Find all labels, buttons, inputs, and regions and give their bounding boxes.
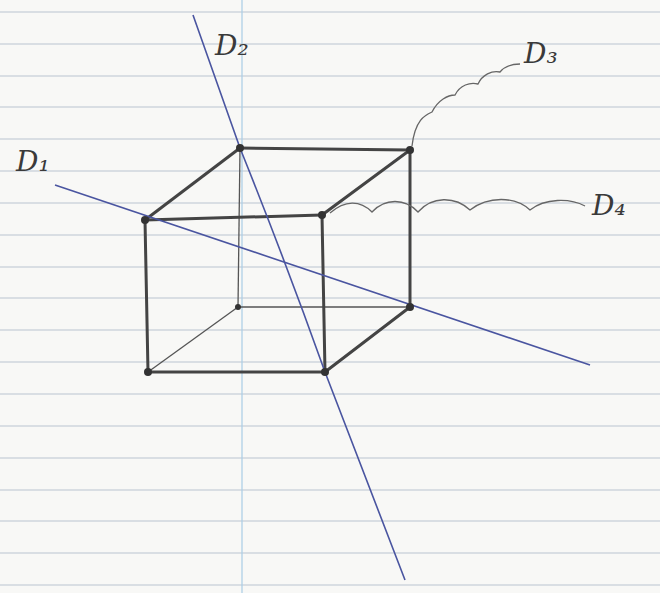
vertex-dots <box>141 144 414 376</box>
line-label: D₁ <box>14 148 52 176</box>
line-label: D₄ <box>590 192 628 220</box>
diagonal-lines <box>55 15 590 580</box>
leader-lines <box>330 64 585 213</box>
ruled-lines <box>0 12 660 585</box>
margin-line <box>241 0 242 593</box>
line-label: D₂ <box>213 32 251 60</box>
line-label: D₃ <box>522 40 560 68</box>
